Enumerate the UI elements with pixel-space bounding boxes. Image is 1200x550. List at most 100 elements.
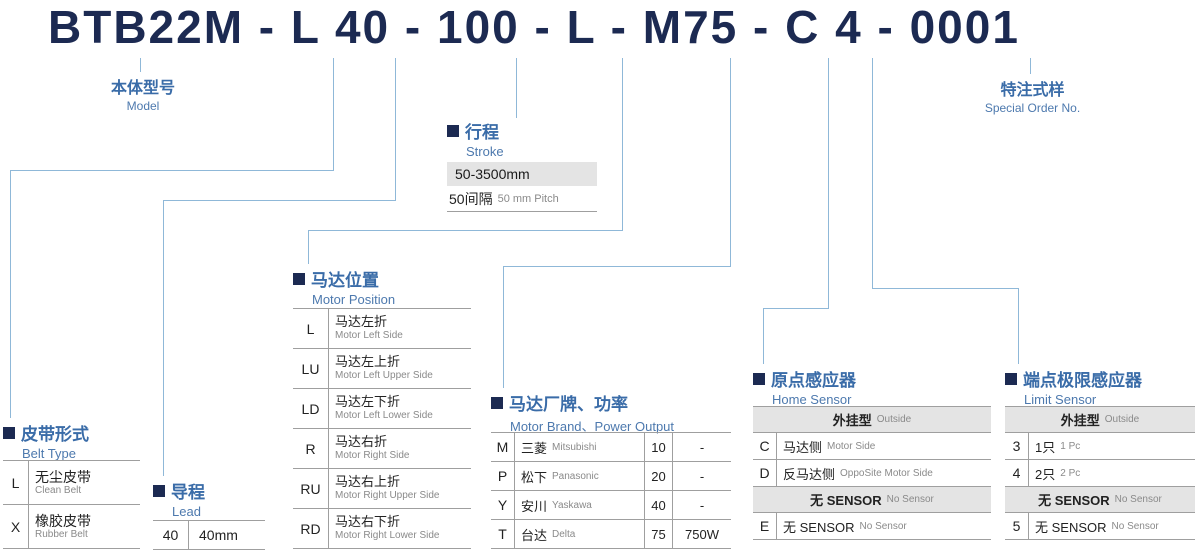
table-row: T 台达 Delta 75 750W [491,520,731,549]
stroke-pitch-en: 50 mm Pitch [497,192,559,205]
label-cell: 马达左折 Motor Left Side [329,314,471,342]
label-en: Motor Right Upper Side [335,490,440,502]
connector-line [622,58,623,230]
label-zh: 2只 [1035,466,1056,482]
stroke-pitch: 50间隔 50 mm Pitch [447,186,597,212]
square-bullet-icon [753,372,765,385]
connector-line [163,200,396,201]
motor-brand-table: M 三菱 Mitsubishi 10 - P 松下 Panasonic 20 -… [491,432,731,549]
label-zh: 马达右折 [335,434,388,450]
label-zh: 橡胶皮带 [35,512,91,529]
group-header-zh: 无 SENSOR [1038,493,1110,508]
code-cell: R [293,429,329,468]
label-cell: 马达侧 Motor Side [777,433,991,459]
label-cell: 无 SENSOR No Sensor [1029,513,1195,539]
table-group-header: 无 SENSOR No Sensor [1005,487,1195,513]
code-cell: 4 [1005,460,1029,486]
connector-line [1030,58,1031,74]
label-en: Motor Side [827,440,876,452]
section-limit-sensor: 端点极限感应器 Limit Sensor [1005,366,1142,407]
connector-line [140,58,141,72]
connector-line [503,266,504,388]
belt-type-title-en: Belt Type [22,446,76,461]
group-header-en: Outside [1104,414,1140,425]
label-cell: 无尘皮带 Clean Belt [29,469,140,497]
code-cell: 40 [153,521,189,549]
motor-brand-title-zh: 马达厂牌、功率 [491,390,674,415]
code-cell: 3 [1005,433,1029,459]
stroke-title-zh: 行程 [447,118,504,143]
code-cell: Y [491,491,515,519]
belt-type-title-zh: 皮带形式 [3,420,89,445]
label-en: No Sensor [1111,520,1159,532]
table-row: C 马达侧 Motor Side [753,433,991,460]
table-row: X 橡胶皮带 Rubber Belt [3,505,140,549]
table-group-header: 外挂型 Outside [1005,407,1195,433]
brand-en: Mitsubishi [552,441,597,453]
table-row: LU 马达左上折 Motor Left Upper Side [293,349,471,389]
label-cell: 马达右下折 Motor Right Lower Side [329,514,471,542]
code-cell: C [753,433,777,459]
code-cell: RD [293,509,329,548]
table-row: Y 安川 Yaskawa 40 - [491,491,731,520]
table-row: P 松下 Panasonic 20 - [491,462,731,491]
connector-line [730,58,731,266]
table-row: 3 1只 1 Pc [1005,433,1195,460]
power-cell: 75 [645,520,673,548]
label-en: Motor Left Side [335,330,403,342]
code-cell: E [753,513,777,539]
label-zh: 马达左折 [335,314,388,330]
code-cell: X [3,505,29,548]
motor-position-table: L 马达左折 Motor Left Side LU 马达左上折 Motor Le… [293,308,471,549]
connector-line [163,200,164,476]
label-en: Motor Right Lower Side [335,530,440,542]
connector-line [10,170,11,418]
label-en: Motor Left Upper Side [335,370,433,382]
connector-line [763,308,829,309]
table-row: 4 2只 2 Pc [1005,460,1195,487]
output-cell: - [699,439,705,455]
square-bullet-icon [447,124,459,137]
code-cell: LD [293,389,329,428]
brand-cell: 台达 Delta [515,520,645,548]
motor-brand-title-en: Motor Brand、Power Output [510,419,675,434]
power-cell: 10 [645,433,673,461]
label-cell: 无 SENSOR No Sensor [777,513,991,539]
lead-title-zh: 导程 [153,478,205,503]
special-order-label: 特注式样 Special Order No. [950,76,1115,115]
output-cell: - [699,497,705,513]
special-order-label-zh: 特注式样 [1000,82,1065,99]
stroke-table: 50-3500mm 50间隔 50 mm Pitch [447,162,597,212]
model-label-en: Model [126,99,160,113]
group-header-zh: 外挂型 [832,413,872,428]
label-cell: 橡胶皮带 Rubber Belt [29,513,140,541]
brand-cell: 安川 Yaskawa [515,491,645,519]
square-bullet-icon [1005,372,1017,385]
connector-line [763,308,764,364]
section-motor-position: 马达位置 Motor Position [293,266,395,307]
square-bullet-icon [293,272,305,285]
value-cell: 40mm [199,527,238,543]
label-cell: 马达右折 Motor Right Side [329,434,471,461]
label-zh: 马达左下折 [335,394,401,410]
table-row: E 无 SENSOR No Sensor [753,513,991,540]
table-row: L 无尘皮带 Clean Belt [3,461,140,505]
connector-line [872,58,873,288]
connector-line [503,266,731,267]
code-cell: P [491,462,515,490]
connector-line [10,170,334,171]
connector-line [1018,288,1019,364]
stroke-pitch-zh: 50间隔 [449,190,493,207]
square-bullet-icon [153,484,165,497]
label-cell: 马达右上折 Motor Right Upper Side [329,474,471,502]
brand-zh: 台达 [521,527,548,543]
brand-en: Yaskawa [552,499,592,511]
home-sensor-title-zh: 原点感应器 [753,366,856,391]
label-en: Motor Left Lower Side [335,410,433,422]
special-order-label-en: Special Order No. [984,101,1081,115]
brand-zh: 三菱 [521,440,548,456]
section-home-sensor: 原点感应器 Home Sensor [753,366,856,407]
table-row: 40 40mm [153,521,265,550]
label-cell: 2只 2 Pc [1029,460,1195,486]
